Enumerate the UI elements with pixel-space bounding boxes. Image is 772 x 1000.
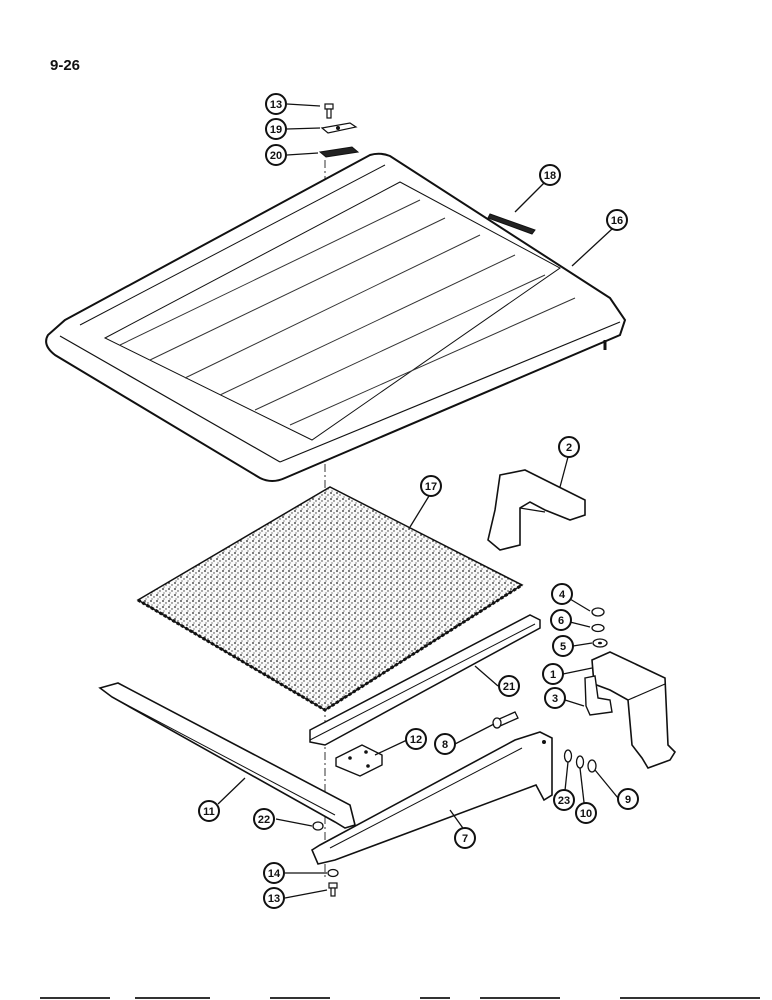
callout-18: 18	[539, 164, 561, 186]
bracket-1	[591, 651, 677, 769]
callout-22: 22	[253, 808, 275, 830]
callout-11: 11	[198, 800, 220, 822]
svg-text:1: 1	[550, 669, 556, 681]
callout-5: 5	[552, 635, 574, 657]
callout-7: 7	[454, 827, 476, 849]
callout-8: 8	[434, 733, 456, 755]
svg-text:13: 13	[268, 893, 280, 905]
seat-pan	[309, 614, 541, 746]
bracket-2	[487, 469, 586, 551]
callout-14: 14	[263, 862, 285, 884]
callout-12: 12	[405, 728, 427, 750]
svg-text:20: 20	[270, 150, 282, 162]
leader-lines	[217, 103, 619, 899]
top-washer	[320, 122, 358, 134]
svg-text:5: 5	[560, 641, 566, 653]
page-number: 9-26	[50, 57, 81, 74]
callout-9: 9	[617, 788, 639, 810]
callout-6: 6	[550, 609, 572, 631]
plate-12	[335, 744, 383, 777]
lockwasher-6	[591, 623, 605, 633]
callout-16: 16	[606, 209, 628, 231]
washer-23	[563, 749, 573, 763]
nut-22	[312, 821, 324, 831]
callout-10: 10	[575, 802, 597, 824]
rail-11	[98, 682, 356, 829]
svg-text:8: 8	[442, 739, 448, 751]
callout-19: 19	[265, 118, 287, 140]
svg-text:22: 22	[258, 814, 270, 826]
svg-text:4: 4	[559, 589, 566, 601]
svg-text:19: 19	[270, 124, 282, 136]
callout-17: 17	[420, 475, 442, 497]
svg-text:7: 7	[462, 833, 468, 845]
callout-13-top: 13	[265, 93, 287, 115]
callout-4: 4	[551, 583, 573, 605]
callout-1: 1	[542, 663, 564, 685]
top-bolt	[324, 103, 334, 119]
svg-text:11: 11	[203, 806, 215, 818]
top-pad	[318, 146, 360, 158]
svg-text:18: 18	[544, 170, 556, 182]
svg-text:3: 3	[552, 693, 558, 705]
callout-20: 20	[265, 144, 287, 166]
bolt-13-bottom	[328, 882, 338, 897]
bolt-8	[492, 711, 519, 729]
svg-text:23: 23	[558, 795, 570, 807]
canopy	[45, 152, 627, 482]
svg-text:21: 21	[503, 681, 515, 693]
svg-text:9: 9	[625, 794, 631, 806]
nut-9	[587, 759, 597, 773]
svg-text:13: 13	[270, 99, 282, 111]
callout-13-bottom: 13	[263, 887, 285, 909]
callout-23: 23	[553, 789, 575, 811]
washer-14	[327, 868, 339, 878]
foam-cushion	[136, 486, 524, 712]
svg-text:10: 10	[580, 808, 592, 820]
clip-3	[584, 675, 613, 716]
nut-4	[591, 607, 605, 617]
canopy-strip	[487, 213, 536, 235]
callout-3: 3	[544, 687, 566, 709]
washer-5	[592, 638, 608, 648]
svg-text:14: 14	[268, 868, 281, 880]
svg-text:16: 16	[611, 215, 623, 227]
svg-text:17: 17	[425, 481, 437, 493]
svg-text:2: 2	[566, 442, 572, 454]
rail-7	[310, 731, 553, 865]
callout-21: 21	[498, 675, 520, 697]
washer-10	[575, 755, 585, 769]
callout-2: 2	[558, 436, 580, 458]
svg-text:6: 6	[558, 615, 564, 627]
svg-text:12: 12	[410, 734, 422, 746]
